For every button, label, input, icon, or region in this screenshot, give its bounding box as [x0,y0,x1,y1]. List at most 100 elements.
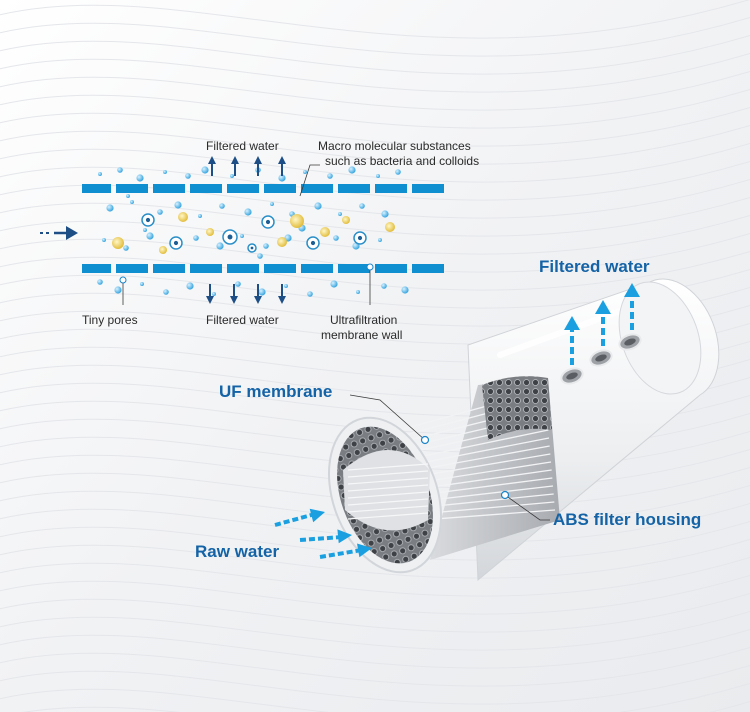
water-molecule [303,170,307,174]
colloid-particle [290,214,304,228]
outlet-arrow-head [564,316,580,330]
colloid-particle [159,246,167,254]
cartridge-leader-lines [349,394,550,521]
housing-end-cap [618,281,702,395]
colloid-particle [385,222,395,232]
water-molecule [284,284,288,288]
wave-line [0,250,750,291]
label-abs-housing: ABS filter housing [553,510,701,529]
water-molecule [114,286,122,294]
colloid-particle [112,237,124,249]
membrane-segment [375,184,407,193]
water-molecule [307,291,313,297]
label-macro-line2: such as bacteria and colloids [325,154,479,168]
water-molecule [163,289,169,295]
membrane-segment [338,264,370,273]
up-arrow-head [254,156,262,164]
label-raw-water: Raw water [195,542,279,561]
wave-line [0,448,750,489]
particles [97,166,409,297]
water-molecule [401,286,409,294]
wave-line [0,232,750,273]
water-molecule [216,242,224,250]
wave-line [0,574,750,615]
wave-line [0,70,750,111]
bacteria-core [250,246,254,250]
bottom-membrane-wall [82,264,444,273]
face-fiber [347,498,429,506]
down-arrow-head [230,296,238,304]
wave-line [0,610,750,651]
water-molecule [126,194,130,198]
wall-marker [366,263,374,271]
wave-line [0,106,750,147]
inlet-arrow-head [337,529,352,544]
membrane-segment [82,264,111,273]
inlet-arrow-head [309,508,325,523]
wave-line [0,34,750,75]
wave-line [0,124,750,165]
wave-line [0,592,750,633]
membrane-segment [116,184,148,193]
water-molecule [130,200,134,204]
water-molecule [338,212,342,216]
label-tiny-pores: Tiny pores [82,313,138,327]
membrane-segment [412,264,444,273]
filter-cartridge: Filtered water UF membrane ABS filter ho… [195,257,720,582]
inlet-arrow-head [357,543,372,558]
outlet-arrows-icon [564,283,640,365]
wave-line [0,664,750,705]
inlet-arrow-stem [299,535,343,542]
water-molecule [117,167,123,173]
membrane-segment [264,184,296,193]
water-molecule [185,173,191,179]
water-molecule [143,228,147,232]
water-molecule [270,202,274,206]
inlet-arrows-icon [274,508,372,559]
wave-line [0,88,750,129]
label-filtered-water-big: Filtered water [539,257,650,276]
water-molecule [140,282,144,286]
water-molecule [240,234,244,238]
colloid-particle [277,237,287,247]
wave-line [0,520,750,561]
wave-line [0,430,750,471]
wave-line [0,214,750,255]
outlet-hole-inner [624,338,636,346]
water-molecule [376,174,380,178]
water-molecule [186,282,194,290]
wave-line [0,0,750,39]
water-molecule [333,235,339,241]
water-molecule [98,172,102,176]
up-arrow-head [231,156,239,164]
down-arrow-head [206,296,214,304]
label-macro-line1: Macro molecular substances [318,139,471,153]
water-molecule [174,201,182,209]
water-molecule [201,166,209,174]
water-molecule [230,174,234,178]
water-molecule [359,203,365,209]
membrane-segment [338,184,370,193]
water-molecule [212,292,216,296]
water-molecule [348,166,356,174]
membrane-segment [190,264,222,273]
water-molecule [106,204,114,212]
bacteria-core [310,240,316,246]
bacteria-core [357,235,363,241]
outlet-arrow-head [595,300,611,314]
bacteria-core [173,240,179,246]
filtered-water-down-arrows [206,284,286,304]
outlet-hole-inner [595,354,607,362]
membrane-segment [264,264,296,273]
inlet-arrow-stem [274,512,316,527]
membrane-segment [153,264,185,273]
membrane-segment [412,184,444,193]
water-molecule [136,174,144,182]
water-molecule [381,210,389,218]
upper-pore-section [482,376,552,440]
water-molecule [263,243,269,249]
inlet-arrow-stem [319,548,363,559]
up-arrow-head [208,156,216,164]
down-arrow-head [278,296,286,304]
colloid-particle [206,228,214,236]
